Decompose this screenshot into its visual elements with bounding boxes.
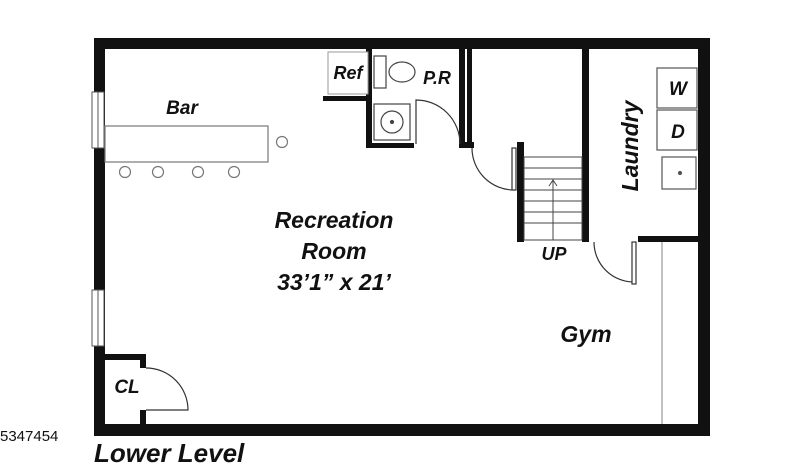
closet-wall-right xyxy=(140,354,146,368)
laundry-wall-bottom xyxy=(638,236,703,242)
walls xyxy=(94,38,710,436)
ref-label: Ref xyxy=(333,63,364,83)
bar-stool xyxy=(227,165,241,179)
bar-stool xyxy=(275,135,289,149)
closet-wall-top xyxy=(100,354,146,360)
bar-label: Bar xyxy=(166,98,199,119)
bar-stool xyxy=(118,165,132,179)
closet-label: CL xyxy=(114,377,139,398)
pr-wall-right xyxy=(459,44,465,148)
listing-id: 5347454 xyxy=(0,428,59,445)
bar-stool xyxy=(151,165,165,179)
doors xyxy=(145,99,637,411)
pr-wall-bottom xyxy=(366,143,414,148)
stair-door-swing xyxy=(471,147,515,191)
outer-wall-right xyxy=(698,38,710,436)
hall-wall xyxy=(467,44,472,148)
recreation-room-dimensions: 33’1” x 21’ xyxy=(277,269,391,295)
bar-furniture xyxy=(104,125,289,179)
outer-wall-left xyxy=(94,38,105,436)
laundry-appliances xyxy=(656,67,698,190)
washer-label: W xyxy=(669,79,689,100)
ref-wall-bottom xyxy=(323,96,371,101)
stair-wall-left xyxy=(517,142,524,242)
laundry-label: Laundry xyxy=(617,99,643,191)
recreation-room-label-line2: Room xyxy=(301,238,366,264)
powder-room-label: P.R xyxy=(423,68,451,88)
floor-plan: Bar Ref P.R Laundry W D Recreation Room … xyxy=(91,38,710,436)
toilet-tank xyxy=(373,55,387,89)
pr-door-swing xyxy=(415,99,461,145)
pr-wall-stub xyxy=(459,142,474,148)
recreation-room-label: Recreation xyxy=(275,207,394,233)
floor-caption: Lower Level xyxy=(94,438,245,468)
laundry-wall-left xyxy=(582,44,589,242)
dryer-label: D xyxy=(671,122,685,143)
gym-door-swing xyxy=(593,241,635,283)
closet-door-swing xyxy=(145,367,189,411)
bar-counter xyxy=(104,125,269,163)
refrigerator xyxy=(327,51,369,95)
bar-stool xyxy=(191,165,205,179)
gym-label: Gym xyxy=(560,321,611,347)
outer-wall-top xyxy=(94,38,710,49)
dryer xyxy=(656,109,698,151)
toilet-icon xyxy=(388,61,416,83)
washer xyxy=(656,67,698,109)
windows xyxy=(91,91,105,347)
stairs-up-label: UP xyxy=(541,244,567,264)
stairs xyxy=(523,156,583,241)
outer-wall-bottom xyxy=(94,424,710,436)
closet-wall-jamb xyxy=(140,410,146,426)
powder-room-fixtures xyxy=(373,55,416,141)
pr-wall-left xyxy=(366,44,372,148)
